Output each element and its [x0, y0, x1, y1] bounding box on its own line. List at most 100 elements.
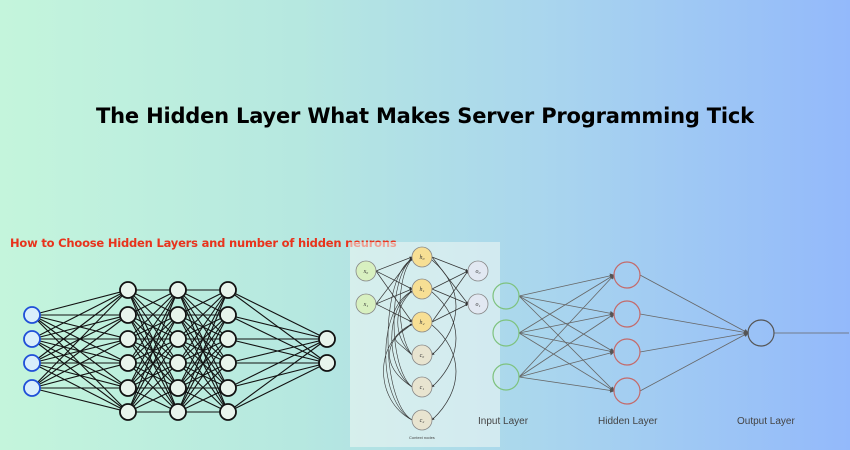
connection — [518, 295, 615, 392]
context-connection — [383, 323, 413, 421]
connection — [127, 338, 179, 413]
connection — [227, 289, 328, 340]
hidden-neuron — [219, 354, 237, 372]
connection — [518, 313, 615, 378]
hidden-node — [411, 278, 433, 300]
connection — [518, 295, 615, 353]
input-layer-label: Input Layer — [478, 416, 529, 427]
connection — [177, 289, 229, 316]
hidden-node-label: h₀ — [419, 255, 424, 261]
hidden-neuron — [169, 281, 187, 299]
connection — [639, 274, 749, 334]
connection — [431, 256, 469, 272]
hidden-neuron — [119, 306, 137, 324]
connection — [227, 338, 328, 364]
hidden-neuron — [219, 306, 237, 324]
input-node — [355, 260, 377, 282]
connection — [31, 338, 129, 389]
hidden-neuron — [219, 403, 237, 421]
connection — [127, 289, 179, 364]
connection — [177, 387, 229, 413]
context-node — [411, 409, 433, 431]
hidden-neuron — [613, 338, 641, 366]
connection — [127, 362, 179, 413]
hidden-neuron — [219, 281, 237, 299]
recurrent-connection — [431, 291, 457, 388]
input-neuron — [492, 319, 520, 347]
context-connection — [397, 290, 413, 356]
hidden-neuron — [119, 403, 137, 421]
hidden-layer-label: Hidden Layer — [598, 416, 658, 427]
connection — [227, 314, 328, 340]
connection — [177, 338, 229, 413]
connection — [227, 338, 328, 413]
connection — [639, 331, 749, 353]
recurrent-connection — [431, 259, 457, 356]
input-node-label: x₁ — [363, 302, 369, 308]
connection — [177, 289, 229, 340]
connection — [375, 256, 413, 305]
connection — [31, 387, 129, 413]
connection — [375, 256, 413, 272]
hidden-neuron — [169, 306, 187, 324]
hidden-neuron — [219, 379, 237, 397]
connection — [431, 270, 469, 323]
connection — [518, 332, 615, 392]
output-node-label: o₁ — [475, 302, 480, 308]
hidden-neuron — [219, 330, 237, 348]
connection — [518, 376, 615, 393]
output-neuron — [318, 330, 336, 348]
context-connection — [399, 258, 413, 356]
context-connection — [389, 323, 413, 388]
connection — [518, 295, 615, 316]
context-node — [411, 344, 433, 366]
context-nodes-caption: Context nodes — [409, 435, 435, 440]
hidden-neuron — [119, 354, 137, 372]
connection — [31, 314, 129, 389]
input-neuron — [23, 306, 41, 324]
hidden-neuron — [119, 379, 137, 397]
left-network — [23, 281, 336, 421]
connection — [31, 289, 129, 389]
connection — [177, 362, 229, 413]
context-connection — [391, 290, 413, 388]
context-connection — [393, 258, 413, 388]
connection — [127, 387, 179, 413]
connection — [31, 289, 129, 364]
connection — [518, 350, 615, 378]
hidden-node-label: h₂ — [419, 320, 424, 326]
hidden-node — [411, 246, 433, 268]
connection — [127, 314, 179, 413]
hidden-neuron — [169, 330, 187, 348]
connection — [375, 288, 413, 305]
connection — [227, 338, 328, 389]
hidden-neuron — [613, 377, 641, 405]
connection — [31, 289, 129, 316]
context-node-label: c₀ — [420, 353, 425, 359]
output-node — [467, 260, 489, 282]
right-network — [492, 261, 849, 405]
connection — [177, 314, 229, 413]
hidden-neuron — [613, 261, 641, 289]
connection — [127, 289, 179, 340]
context-connection — [395, 323, 413, 356]
connection — [177, 289, 229, 389]
connection — [518, 332, 615, 354]
input-node — [355, 293, 377, 315]
input-neuron — [492, 363, 520, 391]
hidden-node-label: h₁ — [419, 287, 424, 293]
context-node-label: c₁ — [420, 385, 425, 391]
connection — [177, 289, 229, 413]
hidden-neuron — [169, 379, 187, 397]
connection — [518, 312, 615, 334]
connection — [639, 332, 749, 392]
input-neuron — [23, 379, 41, 397]
hidden-neuron — [119, 330, 137, 348]
input-node-label: x₀ — [363, 269, 369, 275]
output-node — [467, 293, 489, 315]
connection — [431, 270, 469, 290]
input-neuron — [23, 330, 41, 348]
connection — [518, 274, 615, 378]
connection — [177, 289, 229, 364]
